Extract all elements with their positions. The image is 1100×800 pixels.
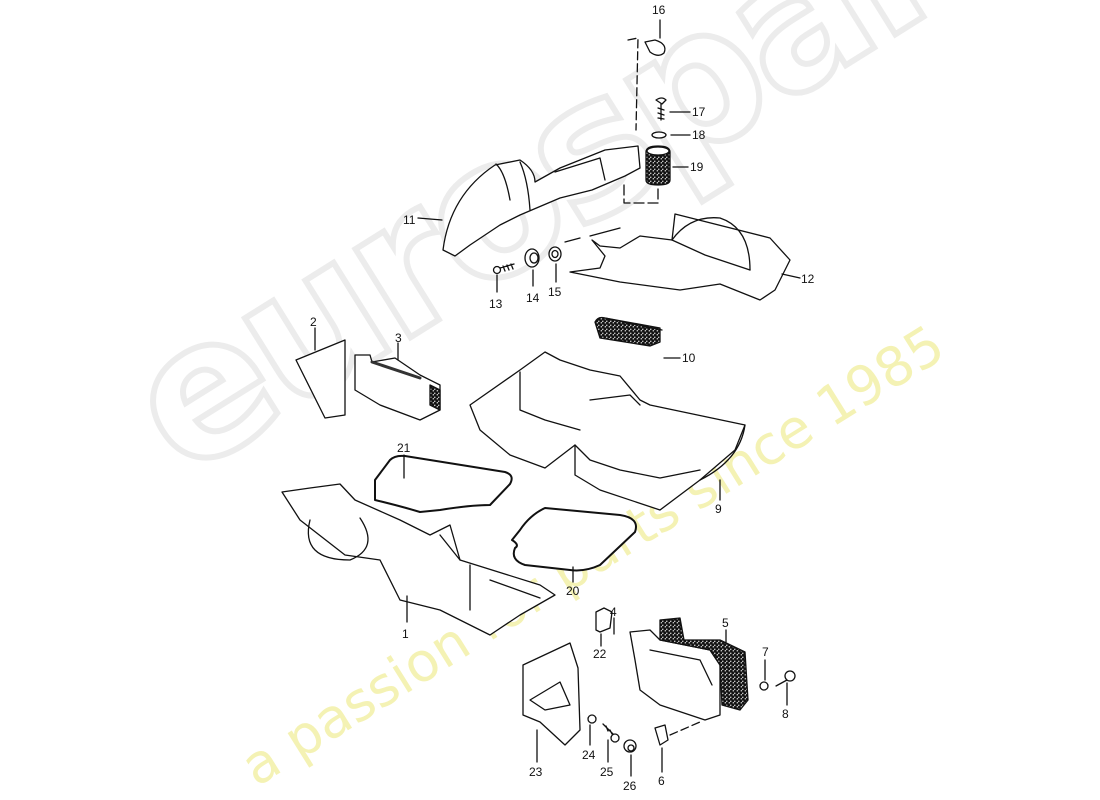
callout-23: 23 [529, 765, 543, 779]
callout-8: 8 [782, 707, 789, 721]
part-1-front-carpet [281, 483, 556, 636]
part-4-trim-panel [613, 617, 721, 721]
callout-6: 6 [658, 774, 665, 788]
callout-26: 26 [623, 779, 637, 793]
callout-20: 20 [566, 584, 580, 598]
part-8-screw [775, 670, 796, 706]
callout-1: 1 [402, 627, 409, 641]
part-25-bolt [602, 723, 620, 763]
callout-7: 7 [762, 645, 769, 659]
callout-4: 4 [610, 605, 617, 619]
part-14-grommet [524, 248, 540, 287]
part-21-mat [374, 454, 513, 513]
callout-16: 16 [652, 3, 666, 17]
callout-18: 18 [692, 128, 706, 142]
callout-2: 2 [310, 315, 317, 329]
part-22-bracket [595, 607, 613, 647]
part-6-clip [654, 721, 701, 773]
part-18-washer [651, 131, 691, 139]
part-15-grommet [548, 246, 562, 283]
callout-14: 14 [526, 291, 540, 305]
part-12-carpet [564, 213, 801, 301]
callout-25: 25 [600, 765, 614, 779]
callout-3: 3 [395, 331, 402, 345]
callout-21: 21 [397, 441, 411, 455]
part-17-screw [655, 97, 691, 121]
part-19-foam [623, 145, 689, 204]
callout-9: 9 [715, 502, 722, 516]
part-9-tunnel-carpet [469, 351, 746, 511]
part-20-mat [511, 507, 637, 583]
callout-24: 24 [582, 748, 596, 762]
part-24-washer [587, 714, 597, 746]
callout-11: 11 [403, 213, 416, 227]
callout-10: 10 [682, 351, 696, 365]
part-13-screw [492, 263, 515, 293]
callout-13: 13 [489, 297, 503, 311]
callout-17: 17 [692, 105, 706, 119]
callout-5: 5 [722, 616, 729, 630]
part-2-panel [295, 327, 346, 419]
part-11-wheel-liner [417, 145, 641, 257]
callout-22: 22 [593, 647, 607, 661]
part-16-plug [627, 19, 666, 131]
part-10-pad [594, 316, 681, 359]
part-26-nut [623, 739, 637, 777]
callout-19: 19 [690, 160, 704, 174]
callout-15: 15 [548, 285, 562, 299]
part-7-nut [759, 659, 769, 691]
callout-12: 12 [801, 272, 815, 286]
part-3-tray [354, 342, 441, 421]
part-23-side-panel [522, 642, 581, 763]
part-5-insulation [659, 617, 749, 711]
